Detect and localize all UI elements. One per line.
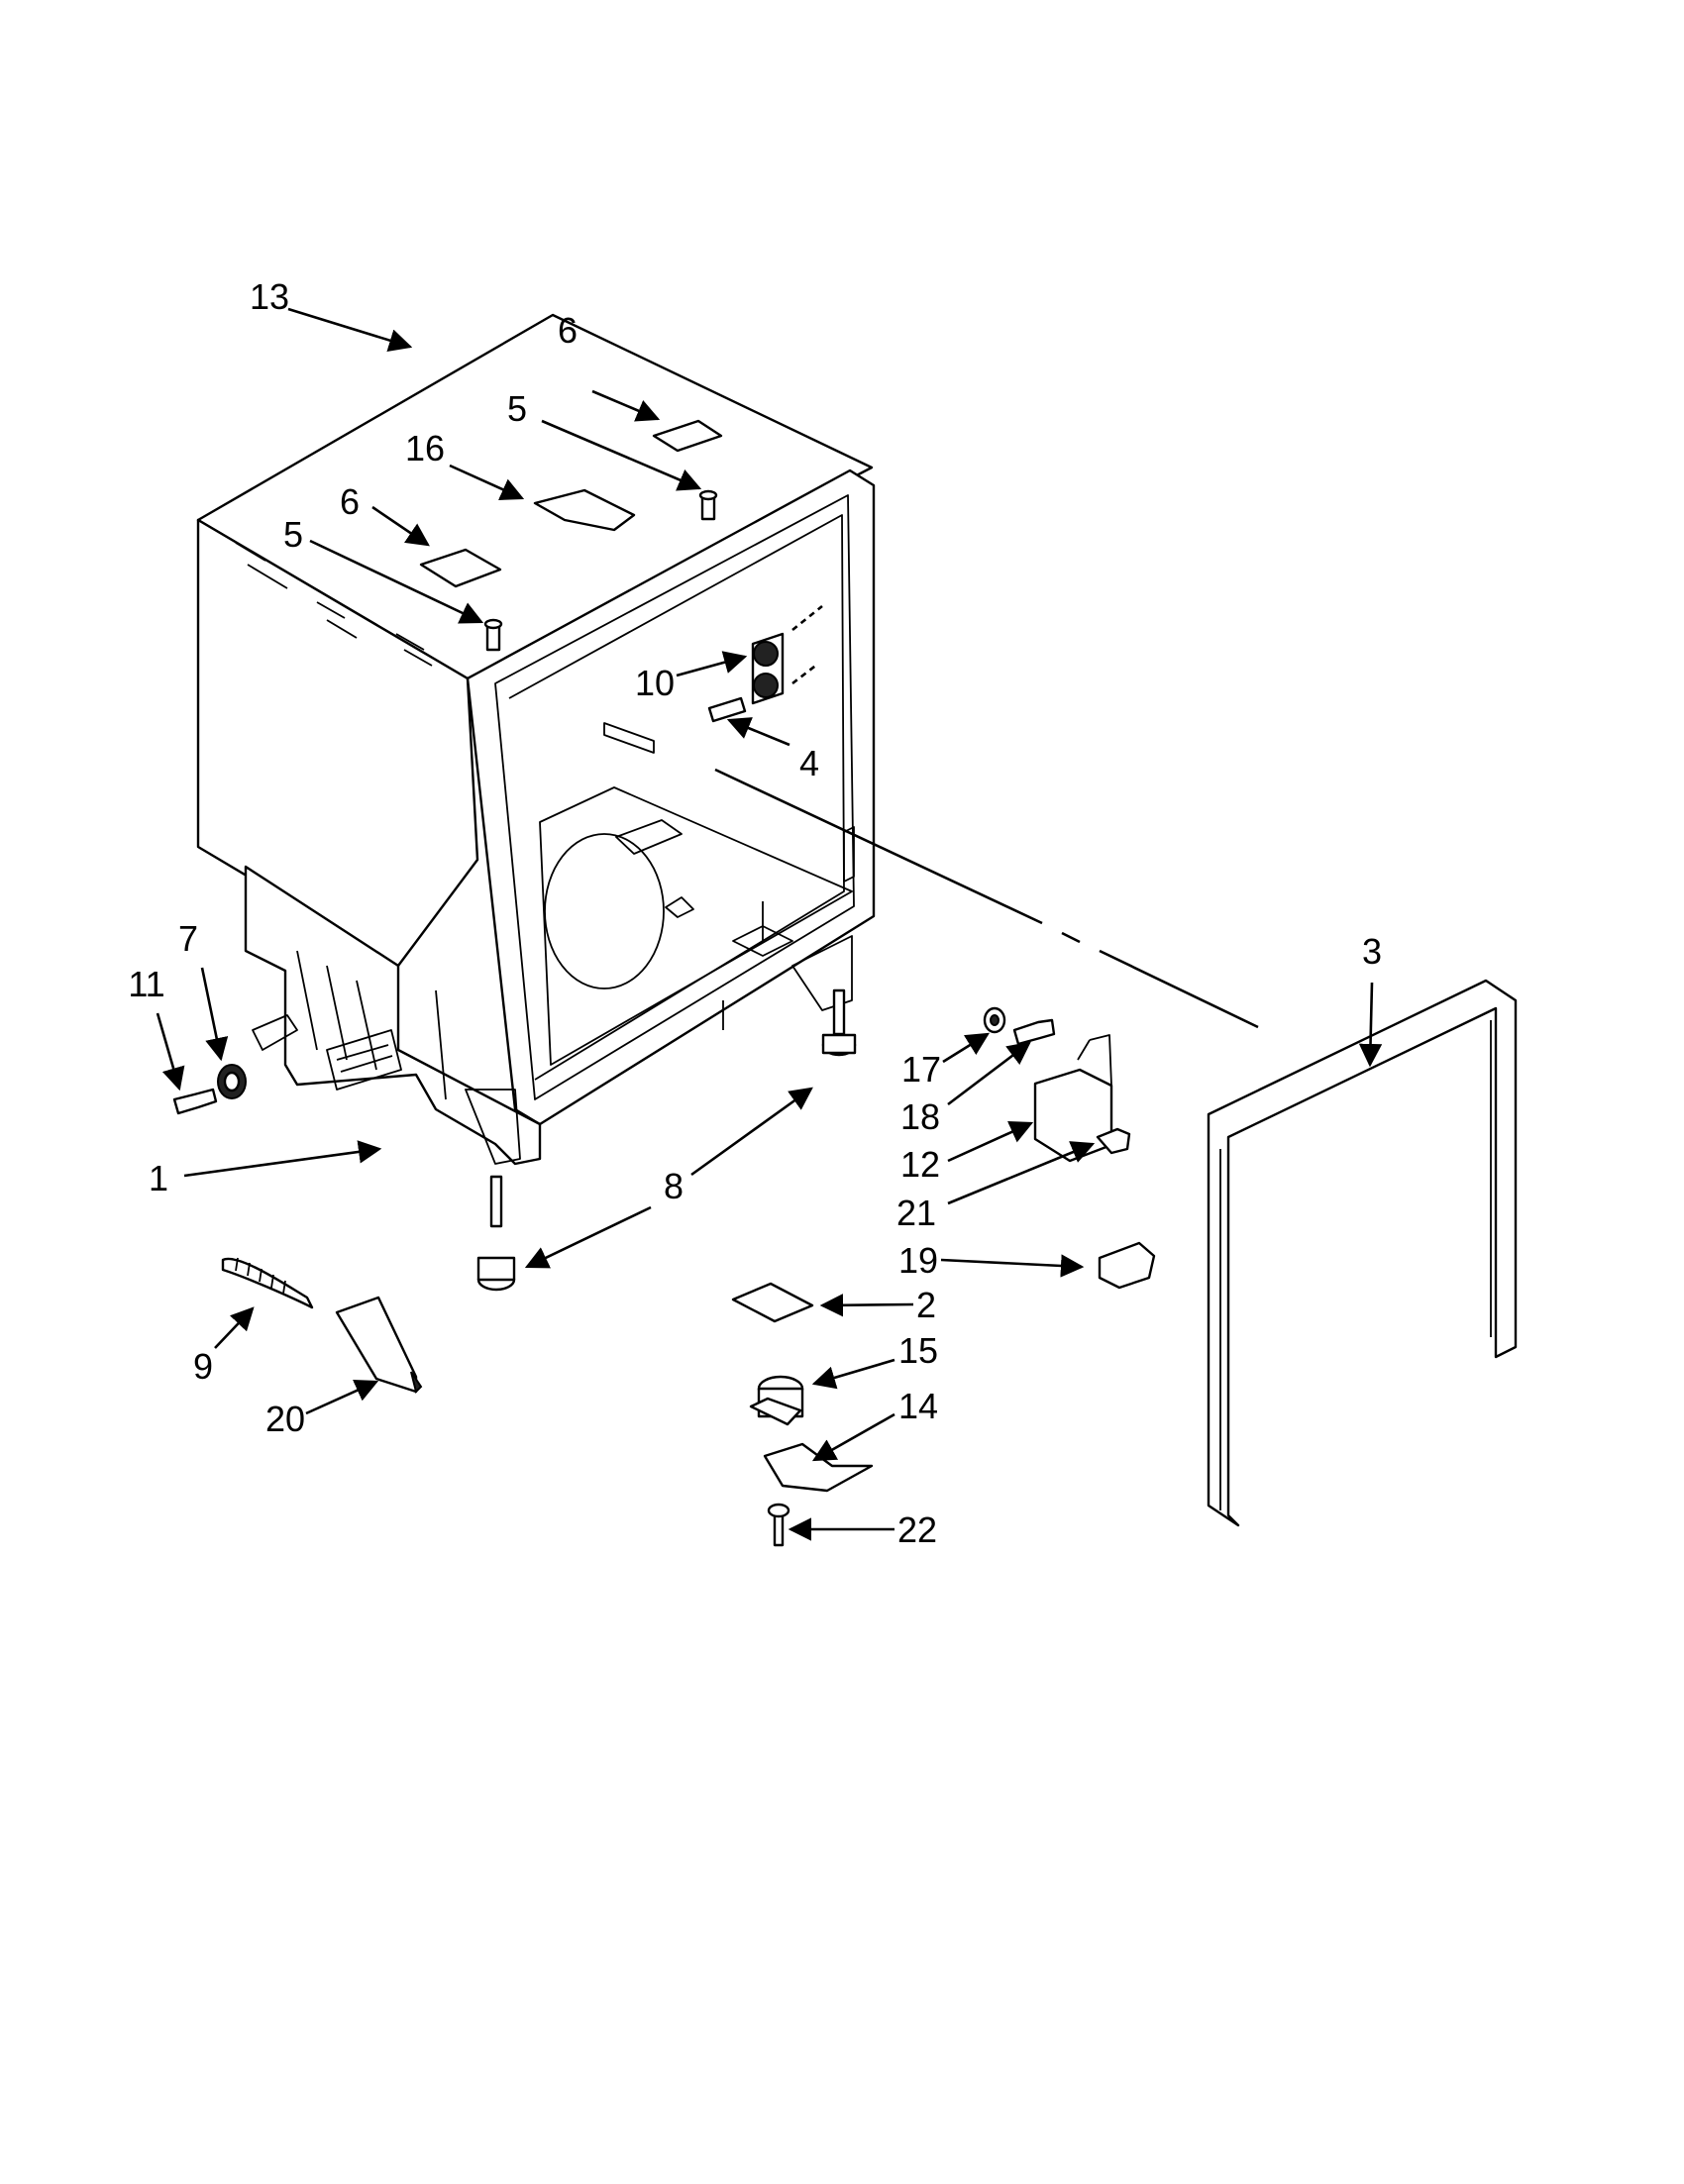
tub-floor <box>539 786 853 1066</box>
thermostat-15 <box>749 1375 804 1426</box>
hinge-bracket-6b <box>419 548 502 588</box>
nut-7 <box>217 1064 247 1099</box>
callout-4: 4 <box>799 743 819 783</box>
callout-8: 8 <box>664 1166 684 1206</box>
pad-20 <box>335 1296 418 1394</box>
callout-labels: 13 6 5 16 6 5 10 4 3 7 11 1 8 17 18 12 2… <box>128 276 1382 1550</box>
callout-18: 18 <box>900 1096 940 1137</box>
callout-7: 7 <box>178 918 198 959</box>
leader-lines <box>156 307 1383 1541</box>
screw-18 <box>1012 1018 1056 1046</box>
base-bracket-front <box>465 1089 521 1165</box>
bracket-14 <box>763 1442 874 1493</box>
floor-label <box>665 896 694 918</box>
callout-14: 14 <box>898 1386 938 1426</box>
callout-5b: 5 <box>283 514 303 555</box>
screw-5b <box>483 618 503 652</box>
base-ribs <box>296 950 447 1100</box>
callout-17: 17 <box>901 1049 941 1090</box>
callout-13: 13 <box>250 276 289 317</box>
leveling-leg-8b <box>476 1175 516 1292</box>
tub-side-panel <box>196 518 479 968</box>
callout-19: 19 <box>898 1240 938 1281</box>
plate-2 <box>731 1282 814 1323</box>
tub-opening <box>494 494 855 1100</box>
floor-vent <box>615 819 683 855</box>
side-panel-marks <box>235 542 433 667</box>
leveling-leg-8a <box>821 988 857 1057</box>
callout-16: 16 <box>405 428 445 468</box>
screw-22 <box>767 1503 790 1547</box>
callout-11: 11 <box>128 964 164 1004</box>
hinge-bracket-6a <box>652 419 723 453</box>
callout-15: 15 <box>898 1330 938 1371</box>
callout-2: 2 <box>916 1285 936 1325</box>
spray-arm-hub <box>732 925 793 957</box>
tub-assembly <box>196 313 876 1166</box>
callout-10: 10 <box>635 663 675 703</box>
spring-9 <box>221 1257 314 1309</box>
sump-opening <box>544 833 665 989</box>
callout-22: 22 <box>897 1509 937 1550</box>
screw-5a <box>698 489 718 521</box>
callout-6a: 6 <box>558 310 578 351</box>
callout-12: 12 <box>900 1144 940 1185</box>
screw-21 <box>1096 1127 1131 1155</box>
callout-5a: 5 <box>507 388 527 429</box>
mount-10 <box>751 604 823 705</box>
base-bracket-right <box>791 935 853 1011</box>
screw-4 <box>707 696 747 723</box>
callout-21: 21 <box>896 1193 936 1233</box>
callout-20: 20 <box>265 1399 305 1439</box>
clip-19 <box>1098 1241 1156 1290</box>
bracket-12 <box>1033 1068 1113 1163</box>
side-slot <box>843 826 855 883</box>
base-bracket-left <box>252 1014 298 1051</box>
callout-9: 9 <box>193 1346 213 1387</box>
screw-11 <box>172 1088 218 1115</box>
callout-1: 1 <box>149 1158 168 1198</box>
terminal-block <box>326 1029 402 1091</box>
callout-6b: 6 <box>340 481 360 522</box>
bracket-16 <box>533 488 636 532</box>
assembly-centerline <box>714 768 1259 1029</box>
back-wall-slot <box>603 722 655 754</box>
washer-17 <box>983 1006 1006 1034</box>
door-gasket-3 <box>1207 979 1518 1527</box>
callout-3: 3 <box>1362 931 1382 972</box>
tub-front-frame <box>466 468 876 1126</box>
